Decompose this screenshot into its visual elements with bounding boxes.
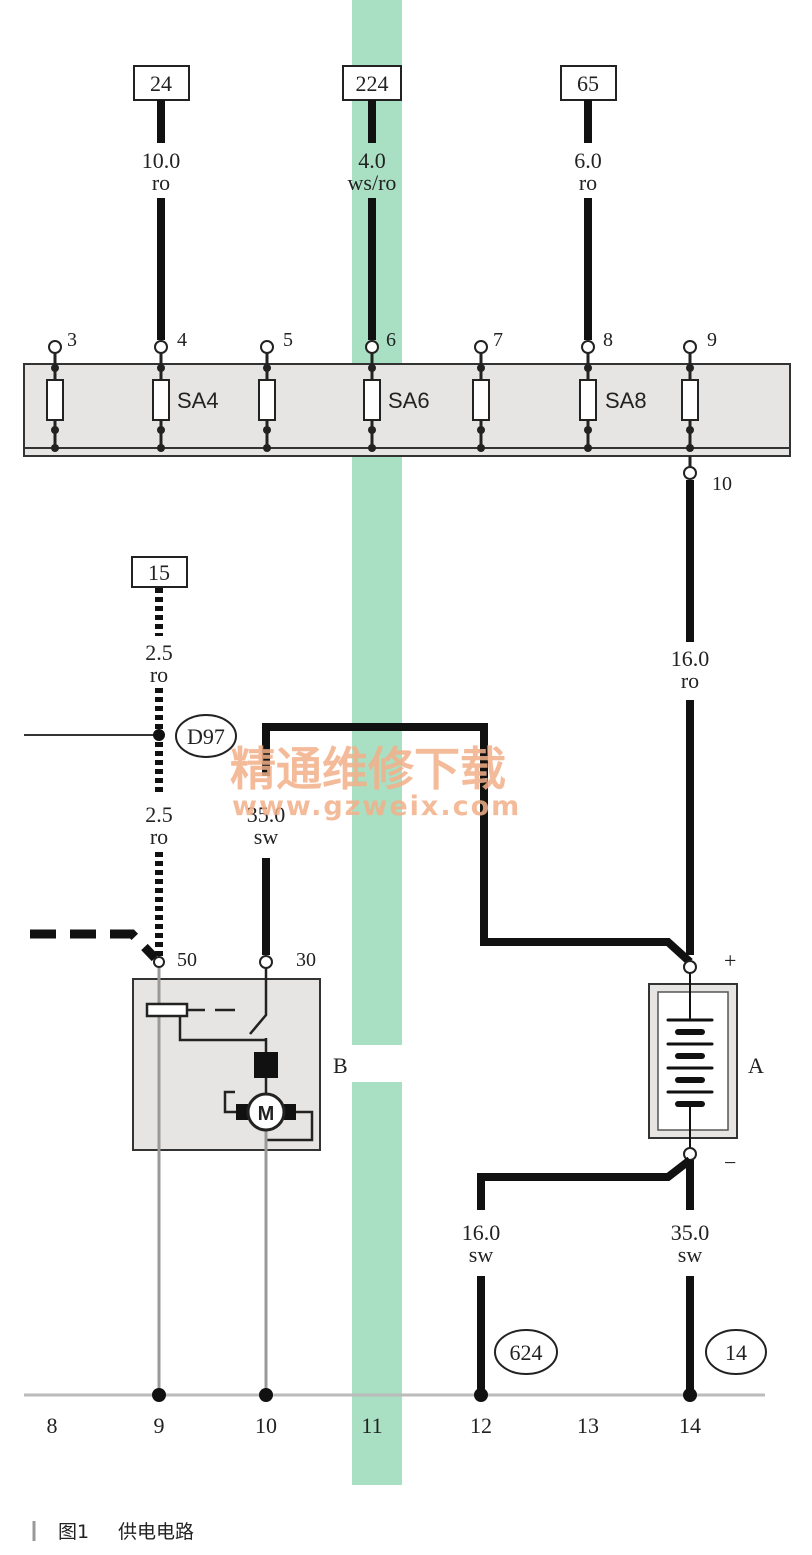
pin-10-label: 10 [712, 473, 732, 495]
battery-cells [666, 973, 714, 1149]
caption-title: 供电电路 [118, 1521, 194, 1543]
fuse-pin-5: 5 [258, 329, 293, 452]
highlight-band-lower [352, 1082, 402, 1485]
fuse-pin-8: 8 [579, 329, 613, 452]
wire-65-size: 6.0 [574, 148, 602, 173]
wire-dashed-incoming [30, 929, 159, 962]
wire-24-size: 10.0 [142, 148, 181, 173]
caption-figure: 图1 [58, 1521, 89, 1543]
starter-motor-brush-right [284, 1104, 296, 1120]
watermark-url: www.gzweix.com [232, 791, 521, 822]
ground-node-9 [152, 1388, 166, 1402]
fuse-box [23, 363, 791, 457]
starter-motor-label: M [258, 1103, 275, 1125]
starter-internals [145, 968, 314, 1395]
connector-d97-label: D97 [187, 724, 225, 749]
svg-text:3: 3 [67, 329, 77, 351]
fuse-label-sa8: SA8 [605, 388, 647, 413]
wire-15-color-b: ro [150, 824, 168, 849]
svg-text:4: 4 [177, 329, 187, 351]
splice-d97-dot [153, 729, 165, 741]
wire-starter-30-color: sw [254, 824, 279, 849]
starter-label: B [333, 1053, 348, 1078]
starter-pin-30-label: 30 [296, 949, 316, 971]
starter-pin-50-label: 50 [177, 949, 197, 971]
terminal-224-label: 224 [356, 71, 389, 96]
terminal-15-box [131, 556, 188, 588]
ground-node-14 [683, 1388, 697, 1402]
connector-d97 [175, 714, 237, 758]
wire-24-color: ro [152, 170, 170, 195]
svg-text:8: 8 [603, 329, 613, 351]
battery-minus-label: − [724, 1150, 736, 1175]
battery-plus-label: + [724, 948, 736, 973]
wire-starter-30 [262, 723, 693, 965]
wire-bat-size: 16.0 [671, 646, 710, 671]
ground-node-10 [259, 1388, 273, 1402]
wire-15-size-b: 2.5 [145, 802, 173, 827]
terminal-224-box [342, 65, 402, 101]
battery-cell-frame [657, 991, 729, 1131]
starter-motor [246, 1092, 286, 1132]
grid-number-11: 11 [361, 1413, 382, 1438]
grid-number-9: 9 [154, 1413, 165, 1438]
grid-number-8: 8 [47, 1413, 58, 1438]
wire-224-size: 4.0 [358, 148, 386, 173]
battery-plus-terminal [683, 960, 697, 974]
fuse-label-sa4: SA4 [177, 388, 219, 413]
wire-starter-30-size: 35.0 [247, 802, 286, 827]
wire-224-color: ws/ro [348, 170, 397, 195]
wire-65-color: ro [579, 170, 597, 195]
wire-bat-color: ro [681, 668, 699, 693]
pin-10-terminal [683, 466, 697, 480]
grid-number-13: 13 [577, 1413, 599, 1438]
starter-pin-30 [259, 955, 273, 969]
fuse-pin-9: 9 [681, 329, 717, 452]
starter-solenoid [254, 1052, 278, 1078]
wire-ground-14-size: 35.0 [671, 1220, 710, 1245]
wire-ground-624 [477, 1156, 693, 1210]
wire-ground-14-color: sw [678, 1242, 703, 1267]
fuse-pin-6: 6 [363, 329, 396, 452]
watermark-title: 精通维修下载 [230, 742, 506, 796]
terminal-65-label: 65 [577, 71, 599, 96]
battery-label: A [748, 1053, 764, 1078]
fuse-pin-7: 7 [472, 329, 503, 452]
grid-number-10: 10 [255, 1413, 277, 1438]
ground-14 [705, 1329, 767, 1375]
svg-text:7: 7 [493, 329, 503, 351]
terminal-15-label: 15 [148, 560, 170, 585]
ground-14-label: 14 [725, 1340, 747, 1365]
svg-text:6: 6 [386, 329, 396, 351]
wire-ground-624-color: sw [469, 1242, 494, 1267]
ground-624-label: 624 [510, 1340, 543, 1365]
ground-624 [494, 1329, 558, 1375]
wire-ground-624-size: 16.0 [462, 1220, 501, 1245]
terminal-65-box [560, 65, 617, 101]
wire-15-color-a: ro [150, 662, 168, 687]
fuse-pin-4: 4 [152, 329, 187, 452]
ground-node-12 [474, 1388, 488, 1402]
terminal-24-label: 24 [150, 71, 172, 96]
grid-number-12: 12 [470, 1413, 492, 1438]
fuse-label-sa6: SA6 [388, 388, 430, 413]
starter-pin-50 [153, 956, 165, 968]
fuse-pin-3: 3 [46, 329, 77, 452]
svg-text:9: 9 [707, 329, 717, 351]
grid-number-14: 14 [679, 1413, 701, 1438]
svg-text:5: 5 [283, 329, 293, 351]
highlight-band-upper [352, 0, 402, 1045]
starter-motor-brush-left [236, 1104, 248, 1120]
wire-15-size-a: 2.5 [145, 640, 173, 665]
